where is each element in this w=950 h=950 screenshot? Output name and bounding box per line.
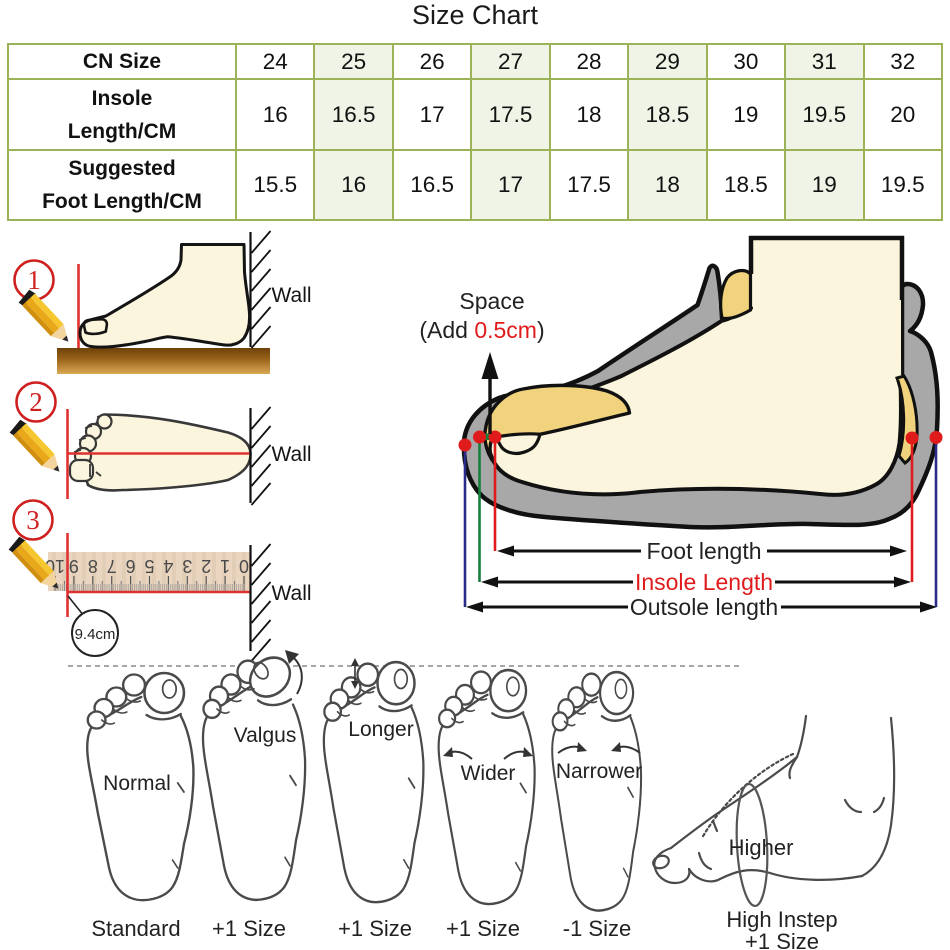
svg-text:1: 1 xyxy=(27,265,41,295)
svg-text:Higher: Higher xyxy=(729,835,794,860)
svg-text:3: 3 xyxy=(26,505,40,535)
svg-text:Wall: Wall xyxy=(272,582,312,605)
svg-text:2: 2 xyxy=(201,556,211,576)
svg-text:9.4cm: 9.4cm xyxy=(75,626,116,643)
svg-text:Narrower: Narrower xyxy=(556,760,642,783)
svg-text:2: 2 xyxy=(29,387,43,417)
svg-text:+1 Size: +1 Size xyxy=(745,929,819,950)
svg-text:-1 Size: -1 Size xyxy=(563,916,631,941)
svg-text:Space: Space xyxy=(459,288,524,314)
svg-text:(Add 0.5cm): (Add 0.5cm) xyxy=(419,317,544,343)
svg-text:Outsole length: Outsole length xyxy=(630,594,778,620)
svg-text:+1 Size: +1 Size xyxy=(338,916,412,941)
svg-text:Longer: Longer xyxy=(348,718,413,741)
svg-text:7: 7 xyxy=(107,556,117,576)
svg-text:Wider: Wider xyxy=(461,762,516,785)
svg-text:3: 3 xyxy=(182,556,192,576)
svg-text:Foot length: Foot length xyxy=(646,538,761,564)
svg-text:Wall: Wall xyxy=(272,443,312,466)
svg-text:Valgus: Valgus xyxy=(234,724,297,747)
svg-text:Standard: Standard xyxy=(91,916,180,941)
svg-text:4: 4 xyxy=(163,556,173,576)
svg-text:1: 1 xyxy=(220,556,230,576)
svg-text:+1 Size: +1 Size xyxy=(446,916,520,941)
svg-text:Wall: Wall xyxy=(272,284,312,307)
svg-text:Insole Length: Insole Length xyxy=(635,569,773,595)
svg-text:+1 Size: +1 Size xyxy=(212,916,286,941)
svg-text:5: 5 xyxy=(144,556,154,576)
svg-text:6: 6 xyxy=(126,556,136,576)
svg-text:High Instep: High Instep xyxy=(726,907,837,932)
svg-text:9: 9 xyxy=(69,556,79,576)
svg-text:0: 0 xyxy=(239,556,249,576)
svg-text:8: 8 xyxy=(88,556,98,576)
svg-text:Normal: Normal xyxy=(103,772,171,795)
